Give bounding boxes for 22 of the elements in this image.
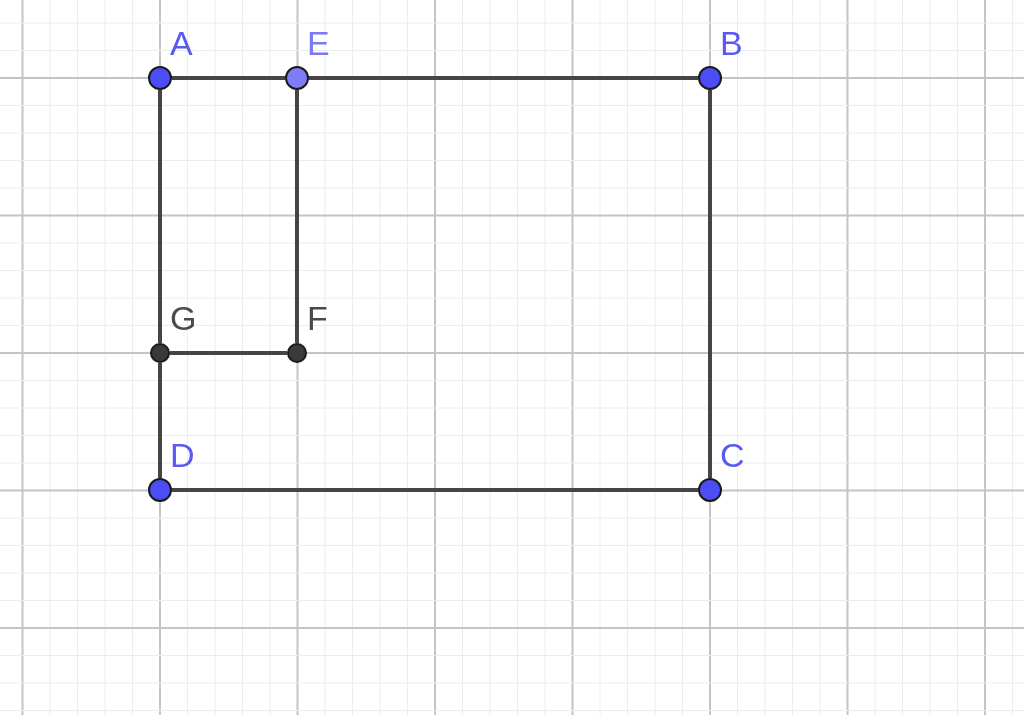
- point-label: F: [307, 301, 328, 335]
- point-dot: [148, 66, 172, 90]
- point-dot: [698, 478, 722, 502]
- line-segment: [158, 363, 162, 478]
- line-segment: [309, 76, 698, 80]
- line-segment: [172, 488, 698, 492]
- point-label: C: [720, 438, 745, 472]
- point-dot: [148, 478, 172, 502]
- line-segment: [158, 90, 162, 343]
- point-dot: [150, 343, 170, 363]
- line-segment: [295, 90, 299, 343]
- line-segment: [170, 351, 287, 355]
- point-dot: [285, 66, 309, 90]
- line-segment: [708, 90, 712, 478]
- point-label: G: [170, 301, 197, 335]
- point-label: D: [170, 438, 195, 472]
- point-label: E: [307, 26, 330, 60]
- point-label: A: [170, 26, 193, 60]
- line-segment: [172, 76, 285, 80]
- point-dot: [698, 66, 722, 90]
- point-dot: [287, 343, 307, 363]
- point-label: B: [720, 26, 743, 60]
